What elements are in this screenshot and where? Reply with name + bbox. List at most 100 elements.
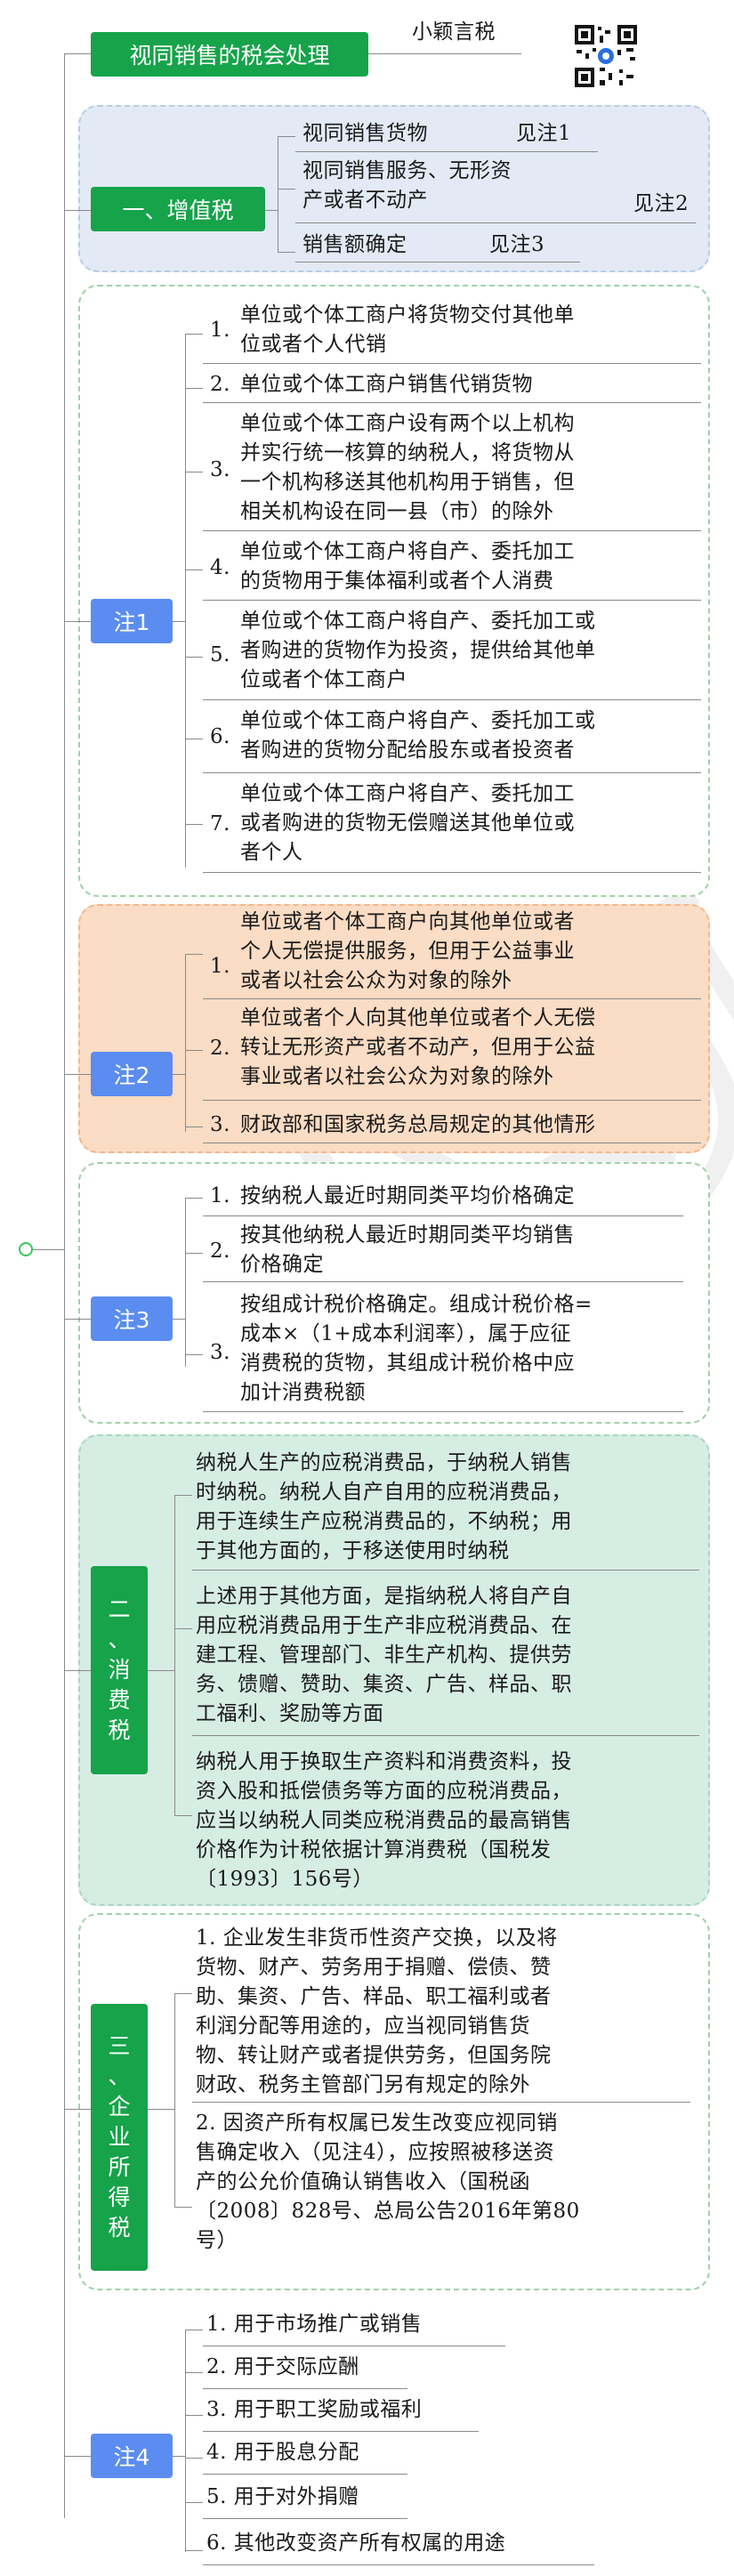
note1-item-num: 5. bbox=[210, 643, 230, 666]
consumption-bracket bbox=[174, 1495, 175, 1815]
note3-bracket bbox=[185, 1198, 186, 1367]
note2-item-text: 单位或者个体工商户向其他单位或者 个人无偿提供服务，但用于公益事业 或者以社会公… bbox=[240, 910, 575, 992]
title-connector bbox=[64, 53, 91, 54]
consumption-connector bbox=[64, 1670, 91, 1671]
note4-item-text: 4. 用于股息分配 bbox=[206, 2441, 359, 2464]
note4-item-underline bbox=[203, 2388, 407, 2389]
vat-item-underline bbox=[295, 222, 696, 223]
note2-item-connector bbox=[185, 1126, 203, 1127]
income-tax-item-connector bbox=[174, 2207, 192, 2208]
vat-item-underline bbox=[295, 151, 598, 152]
vat-item-connector bbox=[278, 136, 295, 137]
note1-item-connector bbox=[185, 824, 203, 825]
note4-item-text: 6. 其他改变资产所有权属的用途 bbox=[206, 2532, 506, 2555]
note3-item-connector bbox=[185, 1198, 203, 1199]
note4-item-connector bbox=[185, 2502, 203, 2503]
note4-bracket bbox=[185, 2330, 186, 2552]
note3-item-num: 1. bbox=[210, 1184, 230, 1207]
note3-item-num: 3. bbox=[210, 1341, 230, 1364]
vat-item-connector bbox=[278, 252, 295, 253]
note2-panel bbox=[78, 904, 710, 1153]
note1-item-underline bbox=[203, 872, 701, 873]
trunk-line bbox=[64, 53, 65, 2518]
note1-item-connector bbox=[185, 657, 203, 658]
note4-item-text: 1. 用于市场推广或销售 bbox=[206, 2313, 423, 2336]
vat-badge: 一、增值税 bbox=[91, 187, 265, 231]
consumption-bracket-join bbox=[148, 1670, 174, 1671]
note4-badge: 注4 bbox=[91, 2434, 173, 2478]
income-tax-item-text: 2. 因资产所有权属已发生改变应视同销 售确定收入（见注4），应按照被移送资 产… bbox=[196, 2112, 580, 2252]
note1-item-connector bbox=[185, 569, 203, 570]
note1-item-num: 2. bbox=[210, 373, 230, 396]
note1-connector bbox=[64, 621, 91, 622]
note2-connector bbox=[64, 1074, 91, 1075]
income-tax-connector bbox=[64, 2109, 91, 2110]
root-node-icon[interactable] bbox=[19, 1242, 33, 1256]
vat-item-amount-note: 见注3 bbox=[489, 233, 545, 256]
note1-item-text: 单位或个体工商户将自产、委托加工或 者购进的货物作为投资，提供给其他单 位或者个… bbox=[240, 610, 596, 691]
vat-item-connector bbox=[278, 189, 295, 190]
note1-badge: 注1 bbox=[91, 599, 173, 643]
note1-item-text: 单位或个体工商户将货物交付其他单 位或者个人代销 bbox=[240, 303, 575, 356]
note4-item-underline bbox=[203, 2518, 407, 2519]
note4-item-text: 2. 用于交际应酬 bbox=[206, 2355, 359, 2378]
note2-item-underline bbox=[203, 998, 701, 999]
consumption-item-connector bbox=[174, 1815, 192, 1816]
note1-item-underline bbox=[203, 402, 701, 403]
note1-bracket bbox=[185, 334, 186, 868]
note2-item-connector bbox=[185, 954, 203, 955]
note1-item-text: 单位或个体工商户将自产、委托加工 的货物用于集体福利或者个人消费 bbox=[240, 540, 575, 593]
note1-item-text: 单位或个体工商户将自产、委托加工或 者购进的货物分配给股东或者投资者 bbox=[240, 709, 596, 762]
note3-item-text: 按纳税人最近时期同类平均价格确定 bbox=[240, 1184, 575, 1207]
note2-item-text: 单位或者个人向其他单位或者个人无偿 转让无形资产或者不动产，但用于公益 事业或者… bbox=[240, 1006, 596, 1088]
vat-item-services-note: 见注2 bbox=[633, 192, 690, 215]
note1-bracket-join bbox=[173, 621, 185, 622]
note1-item-underline bbox=[203, 699, 701, 700]
vat-item-goods-note: 见注1 bbox=[516, 122, 572, 145]
income-tax-bracket bbox=[174, 1993, 175, 2207]
note1-item-num: 3. bbox=[210, 458, 230, 481]
consumption-item-connector bbox=[174, 1628, 192, 1629]
root-connector bbox=[33, 1249, 64, 1250]
vat-item-amount: 销售额确定 bbox=[302, 233, 407, 256]
note1-item-underline bbox=[203, 363, 701, 364]
note2-item-text: 财政部和国家税务总局规定的其他情形 bbox=[240, 1113, 596, 1136]
note1-item-underline bbox=[203, 772, 701, 773]
note4-bracket-join bbox=[173, 2456, 185, 2457]
consumption-item-underline bbox=[192, 1570, 699, 1571]
note2-item-num: 1. bbox=[210, 955, 230, 978]
note3-item-connector bbox=[185, 1354, 203, 1355]
note2-item-underline bbox=[203, 1100, 701, 1101]
note3-connector bbox=[64, 1319, 91, 1320]
note2-bracket-join bbox=[173, 1074, 185, 1075]
qr-code-icon bbox=[573, 23, 639, 89]
note1-item-num: 4. bbox=[210, 556, 230, 579]
consumption-item-text: 纳税人用于换取生产资料和消费资料，投 资入股和抵偿债务等方面的应税消费品， 应当… bbox=[196, 1750, 572, 1891]
consumption-item-connector bbox=[174, 1495, 192, 1496]
consumption-item-underline bbox=[192, 1735, 699, 1736]
income-tax-badge: 三 、 企 业 所 得 税 bbox=[91, 2004, 148, 2271]
page-title: 视同销售的税会处理 bbox=[91, 32, 368, 77]
consumption-panel bbox=[78, 1434, 710, 1906]
note4-item-connector bbox=[185, 2550, 203, 2551]
author-label: 小颖言税 bbox=[412, 20, 496, 44]
note3-item-num: 2. bbox=[210, 1240, 230, 1263]
note3-panel bbox=[78, 1162, 710, 1424]
note2-item-connector bbox=[185, 1050, 203, 1051]
note3-badge: 注3 bbox=[91, 1296, 173, 1341]
note4-item-underline bbox=[203, 2564, 594, 2565]
note1-item-connector bbox=[185, 388, 203, 389]
note4-connector bbox=[64, 2456, 91, 2457]
income-tax-item-underline bbox=[192, 2102, 690, 2103]
income-tax-item-text: 1. 企业发生非货币性资产交换，以及将 货物、财产、劳务用于捐赠、偿债、赞 助、… bbox=[196, 1926, 558, 2096]
note1-item-underline bbox=[203, 600, 701, 601]
note1-item-text: 单位或个体工商户将自产、委托加工 或者购进的货物无偿赠送其他单位或 者个人 bbox=[240, 782, 575, 864]
note4-item-connector bbox=[185, 2372, 203, 2373]
income-tax-bracket-join bbox=[148, 2109, 174, 2110]
note2-badge: 注2 bbox=[91, 1052, 173, 1096]
vat-connector bbox=[64, 210, 91, 211]
note1-item-text: 单位或个体工商户销售代销货物 bbox=[240, 373, 533, 396]
consumption-item-text: 上述用于其他方面，是指纳税人将自产自 用应税消费品用于生产非应税消费品、在 建工… bbox=[196, 1585, 572, 1725]
note2-bracket bbox=[185, 954, 186, 1132]
vat-item-services: 视同销售服务、无形资 产或者不动产 bbox=[302, 159, 512, 212]
